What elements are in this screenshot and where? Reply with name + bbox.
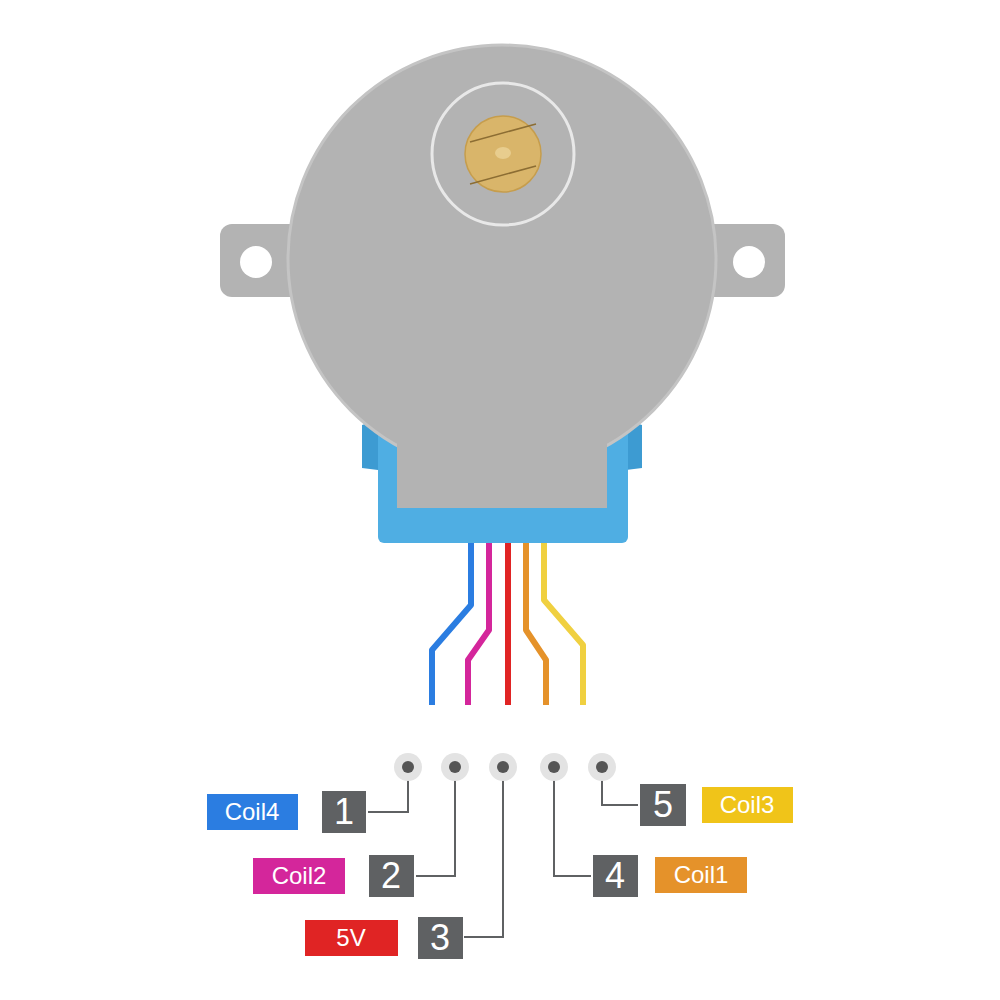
callout-number: 1 — [322, 791, 366, 833]
label-text: Coil4 — [225, 800, 280, 824]
number-text: 3 — [430, 920, 450, 956]
leader-line — [464, 767, 503, 937]
pin-dot — [596, 761, 608, 773]
pin-label: Coil4 — [207, 794, 298, 830]
pins — [394, 753, 616, 781]
pin-dot — [449, 761, 461, 773]
number-text: 1 — [334, 794, 354, 830]
leader-line — [554, 767, 591, 876]
shaft-flat — [470, 166, 536, 184]
leader-lines — [368, 767, 638, 937]
wires — [432, 540, 583, 705]
mounting-hole — [240, 246, 272, 278]
label-text: Coil2 — [272, 864, 327, 888]
leader-line — [416, 767, 455, 876]
number-text: 4 — [605, 858, 625, 894]
wire — [544, 540, 583, 705]
pin-label: Coil1 — [655, 857, 747, 893]
number-text: 5 — [653, 787, 673, 823]
callout-number: 4 — [593, 855, 638, 897]
pin-label: Coil3 — [702, 787, 793, 823]
wire — [468, 540, 489, 705]
callout-number: 2 — [369, 855, 414, 897]
callout-number: 3 — [418, 917, 463, 959]
mounting-hole — [733, 246, 765, 278]
pin — [489, 753, 517, 781]
shaft — [465, 116, 541, 192]
motor-body-tab — [397, 400, 607, 508]
label-text: 5V — [336, 926, 365, 950]
pin-label: 5V — [305, 920, 398, 956]
shaft-dot — [495, 147, 511, 159]
pin-dot — [497, 761, 509, 773]
shaft-ring — [432, 83, 574, 225]
callout-number: 5 — [640, 784, 686, 826]
pin — [540, 753, 568, 781]
pin-dot — [548, 761, 560, 773]
label-text: Coil1 — [674, 863, 729, 887]
pin — [394, 753, 422, 781]
number-text: 2 — [381, 858, 401, 894]
label-text: Coil3 — [720, 793, 775, 817]
wire — [505, 540, 511, 705]
shaft-flat — [470, 124, 536, 142]
pin-dot — [402, 761, 414, 773]
pin — [441, 753, 469, 781]
pin — [588, 753, 616, 781]
pin-label: Coil2 — [253, 858, 345, 894]
